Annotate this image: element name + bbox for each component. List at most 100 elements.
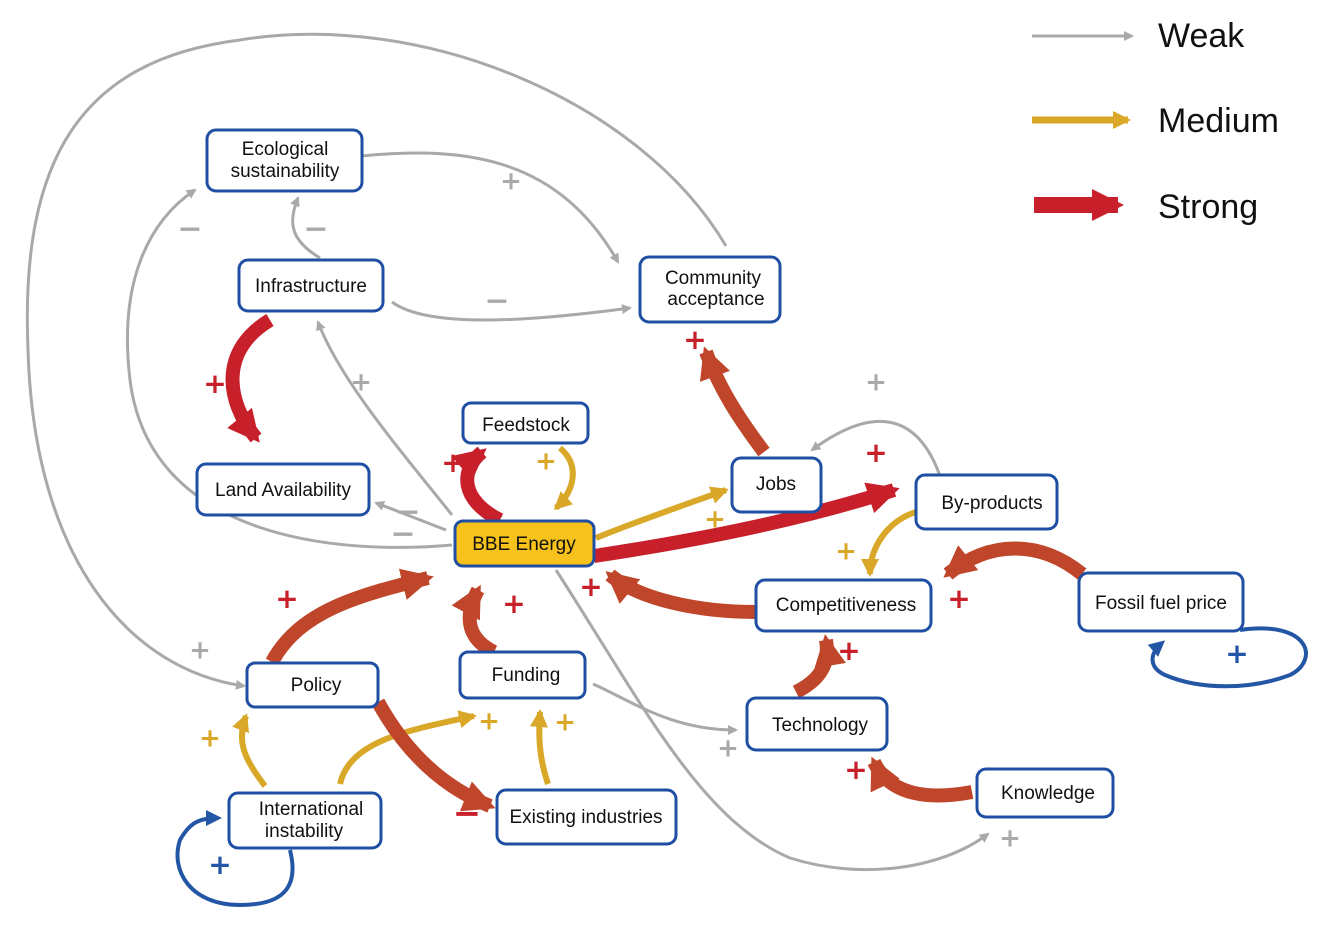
sign-minus: −: [453, 794, 482, 834]
sign-plus: +: [579, 570, 602, 603]
weak-links: [25, 32, 990, 872]
legend-strong: Strong: [1034, 188, 1258, 226]
sign-plus: +: [275, 582, 298, 615]
loop-international: [175, 810, 295, 908]
node-technology[interactable]: Technology: [745, 696, 889, 752]
node-land-availability[interactable]: Land Availability: [195, 462, 371, 517]
legend-weak: Weak: [1032, 17, 1245, 55]
sign-minus: −: [303, 212, 328, 247]
loop-fossil: [1147, 626, 1308, 689]
node-competitiveness[interactable]: Competitiveness: [754, 578, 933, 633]
link-funding-technology: [592, 682, 738, 735]
link-byproducts-jobs: [810, 420, 942, 477]
sign-plus: +: [837, 634, 860, 667]
link-infrastructure-community: [391, 300, 632, 322]
link-knowledge-technology: [867, 756, 974, 803]
node-infrastructure[interactable]: Infrastructure: [237, 258, 385, 313]
link-bbe-jobs: [594, 486, 729, 541]
node-jobs[interactable]: Jobs: [730, 456, 823, 514]
legend-weak-label: Weak: [1158, 17, 1245, 55]
node-label: Existing industries: [509, 807, 662, 828]
link-policy-existing: [371, 698, 496, 813]
node-existing-industries[interactable]: Existing industries: [495, 788, 678, 846]
node-by-products[interactable]: By-products: [914, 473, 1059, 531]
node-label: BBE Energy: [472, 534, 576, 555]
sign-plus: +: [535, 447, 557, 477]
node-label: acceptance: [667, 289, 764, 310]
node-label: Policy: [291, 675, 342, 696]
sign-plus: +: [999, 824, 1021, 854]
sign-plus: +: [947, 582, 970, 615]
sign-minus: −: [395, 495, 420, 530]
node-fossil-fuel-price[interactable]: Fossil fuel price: [1077, 571, 1245, 633]
link-jobs-community: [699, 346, 770, 457]
node-knowledge[interactable]: Knowledge: [975, 767, 1115, 819]
sign-plus: +: [199, 724, 221, 754]
legend-medium: Medium: [1032, 102, 1279, 140]
link-bbe-infrastructure: [316, 320, 454, 516]
link-technology-competitiveness: [792, 634, 847, 699]
sign-plus: +: [478, 707, 500, 737]
node-label: Competitiveness: [776, 595, 916, 616]
node-community-acceptance[interactable]: Community acceptance: [638, 255, 782, 324]
sign-plus: +: [500, 167, 522, 197]
link-fossil-competitiveness: [943, 541, 1087, 580]
node-label: Jobs: [756, 474, 796, 495]
link-international-policy: [232, 713, 268, 788]
sign-minus: −: [390, 517, 415, 552]
node-label: Knowledge: [1001, 783, 1095, 804]
node-label: instability: [265, 821, 344, 842]
link-bbe-knowledge: [554, 569, 990, 872]
node-label: Land Availability: [215, 480, 351, 501]
sign-minus: −: [484, 284, 509, 319]
sign-plus: +: [189, 636, 211, 666]
node-label: Fossil fuel price: [1095, 593, 1227, 614]
sign-plus: +: [844, 753, 867, 786]
node-label: International: [259, 799, 364, 820]
node-bbe-energy[interactable]: BBE Energy: [453, 519, 596, 568]
node-policy[interactable]: Policy: [245, 661, 380, 709]
node-label: By-products: [941, 493, 1042, 514]
sign-plus: +: [704, 505, 726, 535]
legend-strong-label: Strong: [1158, 188, 1258, 226]
node-funding[interactable]: Funding: [458, 650, 587, 700]
sign-plus: +: [1225, 637, 1248, 670]
link-competitiveness-bbe: [605, 569, 757, 619]
sign-plus: +: [683, 323, 706, 356]
legend: Weak Medium Strong: [1032, 17, 1279, 226]
link-policy-bbe: [265, 568, 434, 666]
sign-plus: +: [717, 734, 739, 764]
sign-plus: +: [835, 537, 857, 567]
node-international-instability[interactable]: International instability: [227, 791, 383, 850]
node-ecological-sustainability[interactable]: Ecological sustainability: [205, 128, 364, 193]
link-community-policy: [25, 32, 728, 690]
link-international-funding: [337, 710, 477, 785]
link-bbe-byproducts: [592, 482, 900, 563]
signs-weak: + − − − + − − + + + +: [177, 167, 1020, 854]
node-label: Infrastructure: [255, 276, 367, 297]
sign-plus: +: [441, 446, 464, 479]
node-feedstock[interactable]: Feedstock: [461, 401, 590, 445]
node-label: Funding: [492, 665, 561, 686]
link-ecological-community: [361, 151, 620, 264]
sign-plus: +: [350, 368, 372, 398]
sign-plus: +: [203, 367, 226, 400]
sign-plus: +: [865, 368, 887, 398]
node-label: Technology: [772, 715, 869, 736]
sign-plus: +: [864, 436, 887, 469]
link-byproducts-competitiveness: [861, 509, 917, 577]
link-bbe-feedstock: [451, 446, 504, 527]
legend-medium-label: Medium: [1158, 102, 1279, 140]
link-funding-bbe: [451, 584, 498, 659]
sign-plus: +: [554, 708, 576, 738]
strong-links: [225, 314, 1087, 813]
sign-plus: +: [502, 587, 525, 620]
node-label: Feedstock: [482, 415, 570, 436]
link-feedstock-bbe: [553, 445, 576, 511]
sign-plus: +: [208, 848, 231, 881]
self-loops: [175, 626, 1308, 908]
link-bbe-ecological: [125, 188, 453, 549]
node-label: Community: [665, 268, 762, 289]
node-label: Ecological: [242, 139, 329, 160]
signs-strong: + + + + + + + + + + −: [203, 323, 970, 834]
